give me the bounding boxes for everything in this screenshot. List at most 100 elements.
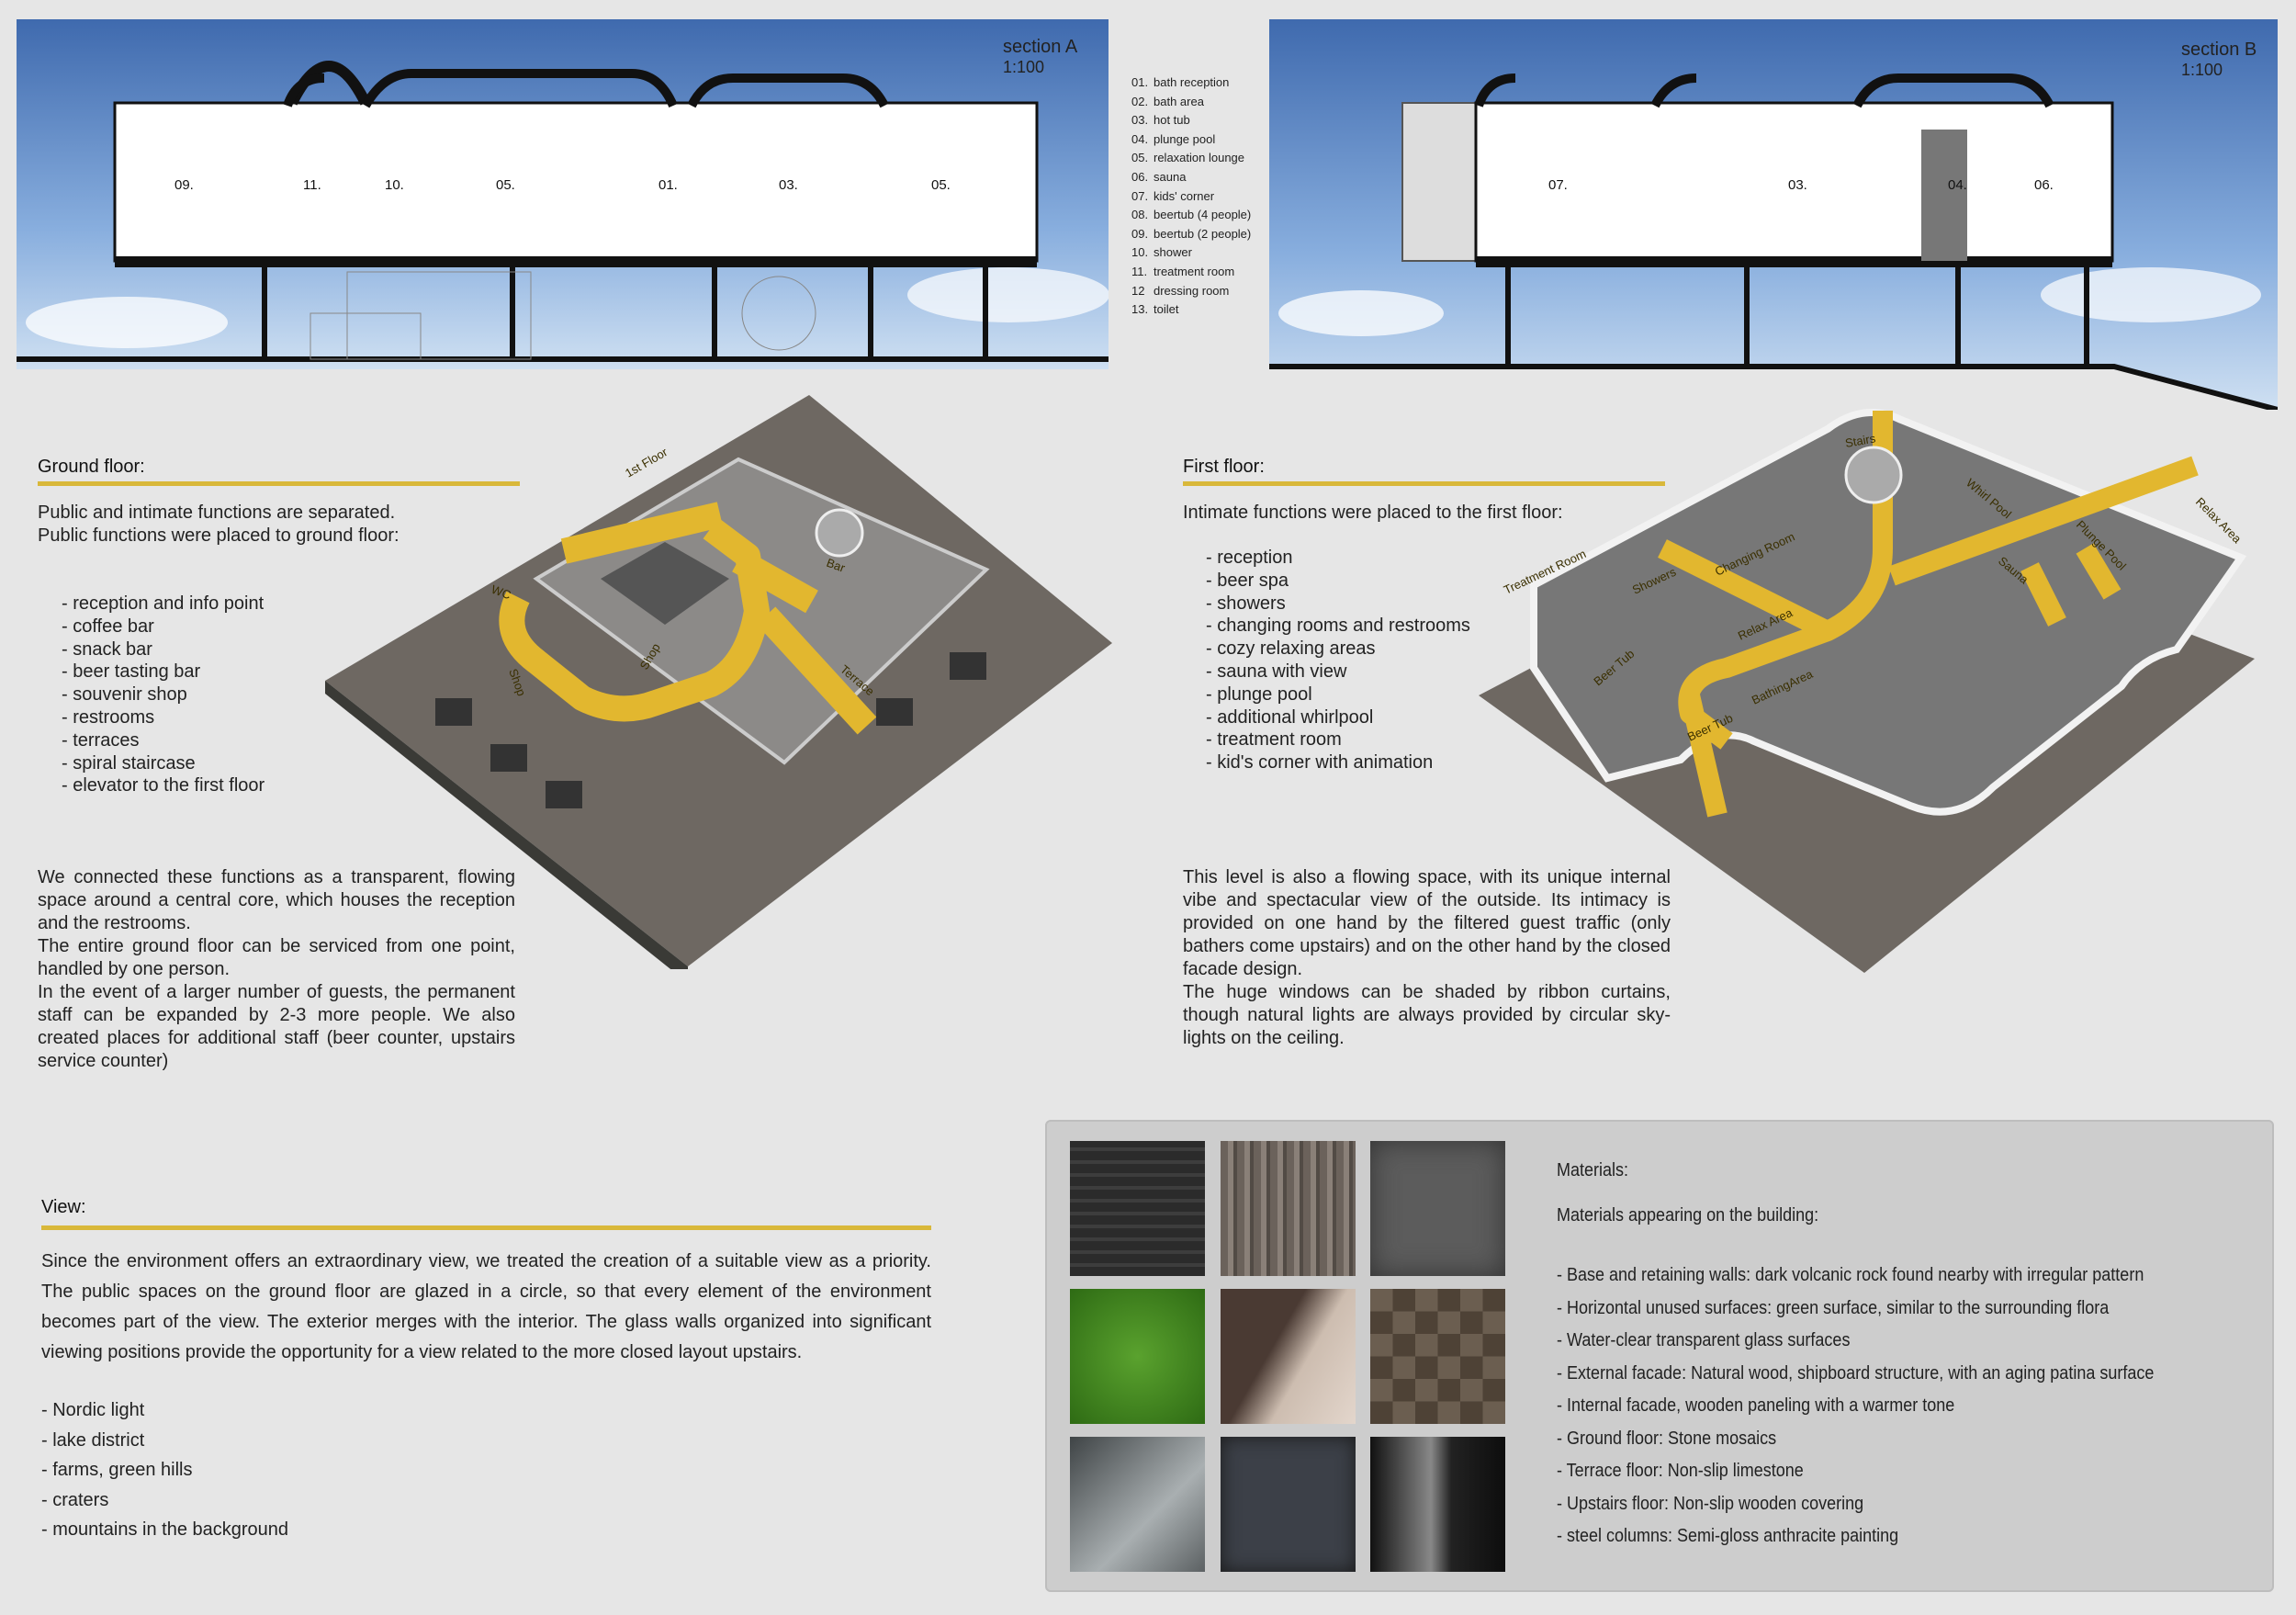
material-item: - Internal facade, wooden paneling with …	[1557, 1395, 1955, 1416]
legend-label: dressing room	[1154, 283, 1230, 298]
room-label: 07.	[1548, 177, 1568, 193]
legend-number: 09.	[1131, 226, 1149, 241]
list-item: - reception	[1206, 548, 1293, 568]
ground-floor-plan-svg: WC 1st Floor Bar Shop Shop Terrace	[325, 395, 1112, 983]
swatch-grass	[1070, 1289, 1205, 1424]
legend-item: 09. beertub (2 people)	[1131, 225, 1251, 244]
swatch-glass	[1070, 1437, 1205, 1572]
legend-item: 04.plunge pool	[1131, 130, 1251, 150]
legend-label: relaxation lounge	[1154, 151, 1245, 165]
paragraph: This level is also a flowing space, with…	[1183, 867, 1671, 979]
list-item: - lake district	[41, 1429, 145, 1451]
section-title: section A	[1003, 37, 1078, 57]
ground-floor-axonometric: WC 1st Floor Bar Shop Shop Terrace	[325, 395, 1115, 983]
paragraph: We connected these functions as a transp…	[38, 867, 515, 933]
list-item: - terraces	[62, 729, 140, 751]
first-floor-heading: First floor:	[1183, 457, 1265, 477]
view-paragraph: Since the environment offers an extraord…	[41, 1251, 931, 1362]
facade-cladding	[1401, 102, 1477, 262]
materials-panel: Materials: Materials appearing on the bu…	[1045, 1120, 2274, 1592]
list-item: - cozy relaxing areas	[1206, 638, 1376, 660]
material-item: - Terrace floor: Non-slip limestone	[1557, 1461, 1804, 1481]
legend-label: treatment room	[1154, 264, 1235, 278]
list-item: - treatment room	[1206, 729, 1342, 751]
material-item: - Ground floor: Stone mosaics	[1557, 1428, 1777, 1449]
legend-label: bath area	[1154, 94, 1204, 108]
central-core	[601, 542, 729, 625]
legend-number: 07.	[1131, 188, 1149, 203]
list-item: - changing rooms and restrooms	[1206, 616, 1470, 637]
legend-item: 06. sauna	[1131, 168, 1251, 187]
section-b-drawing: 07. 03. 04. 06.	[1269, 19, 2279, 412]
heading-underline	[38, 481, 520, 486]
materials-intro: Materials appearing on the building:	[1557, 1205, 1819, 1225]
ground-floor-functions-list: - reception and info point- coffee bar- …	[62, 593, 264, 797]
legend-item: 03.hot tub	[1131, 111, 1251, 130]
section-scale: 1:100	[1003, 58, 1045, 76]
room-label: 03.	[1788, 177, 1807, 193]
legend-label: beertub (2 people)	[1154, 226, 1252, 241]
material-item: - Horizontal unused surfaces: green surf…	[1557, 1297, 2110, 1318]
legend-item: 01.bath reception	[1131, 73, 1251, 93]
swatch-wood-decking	[1370, 1289, 1505, 1424]
list-item: - mountains in the background	[41, 1519, 289, 1540]
heading-underline	[41, 1225, 931, 1230]
legend-item: 07. kids' corner	[1131, 187, 1251, 207]
legend-number: 11.	[1131, 264, 1148, 278]
material-item: - steel columns: Semi-gloss anthracite p…	[1557, 1526, 1899, 1546]
list-item: - additional whirlpool	[1206, 706, 1374, 728]
legend-label: kids' corner	[1154, 188, 1215, 203]
upper-floor-box	[1474, 101, 2114, 263]
swatch-warm-wood	[1221, 1289, 1356, 1424]
upper-floor-box	[113, 101, 1039, 263]
plan-label: Bar	[825, 556, 848, 575]
section-a-drawing: 09. 11. 10. 05. 01. 03. 05.	[17, 19, 1109, 369]
list-item: - Nordic light	[41, 1400, 145, 1420]
swatch-weathered-wood	[1221, 1141, 1356, 1276]
list-item: - plunge pool	[1206, 683, 1312, 705]
list-item: - spiral staircase	[62, 752, 196, 774]
spiral-staircase	[815, 508, 864, 558]
view-heading: View:	[41, 1197, 86, 1217]
plan-label: WC	[490, 582, 512, 603]
list-item: - snack bar	[62, 638, 152, 660]
material-item: - Upstairs floor: Non-slip wooden coveri…	[1557, 1493, 1864, 1514]
list-item: - beer tasting bar	[62, 661, 201, 683]
paragraph: In the event of a larger number of guest…	[38, 982, 515, 1071]
legend-number: 08.	[1131, 208, 1149, 222]
intro-line: Intimate functions were placed to the fi…	[1183, 503, 1563, 523]
swatch-volcanic-rock	[1070, 1141, 1205, 1276]
material-item: - Water-clear transparent glass surfaces	[1557, 1330, 1851, 1350]
legend-label: sauna	[1154, 169, 1187, 184]
list-item: - coffee bar	[62, 616, 154, 637]
legend-item: 10.shower	[1131, 243, 1251, 263]
section-a-svg: 09. 11. 10. 05. 01. 03. 05.	[17, 19, 1109, 369]
legend-number: 06.	[1131, 169, 1149, 184]
room-label: 10.	[385, 177, 404, 193]
room-label: 01.	[658, 177, 678, 193]
section-scale: 1:100	[2181, 61, 2223, 79]
ground-floor-heading: Ground floor:	[38, 457, 145, 477]
room-label: 04.	[1948, 177, 1967, 193]
list-item: - farms, green hills	[41, 1460, 193, 1480]
first-floor-description: This level is also a flowing space, with…	[1183, 866, 1671, 1050]
legend-number: 05.	[1131, 151, 1149, 165]
view-list: - Nordic light - lake district - farms, gr…	[41, 1395, 288, 1545]
first-floor-axonometric: Treatment Room Showers Changing Room Sta…	[1479, 392, 2259, 976]
intro-line: Public and intimate functions are separa…	[38, 503, 396, 523]
legend-number: 13.	[1131, 302, 1149, 317]
legend-label: beertub (4 people)	[1154, 208, 1252, 222]
legend-item: 08. beertub (4 people)	[1131, 206, 1251, 225]
material-item: - Base and retaining walls: dark volcani…	[1557, 1265, 2144, 1285]
legend-item: 02.bath area	[1131, 93, 1251, 112]
legend-item: 11. treatment room	[1131, 263, 1251, 282]
room-label: 11.	[303, 177, 321, 193]
list-item: - craters	[41, 1489, 109, 1510]
materials-heading: Materials:	[1557, 1160, 1629, 1180]
legend-number: 03.	[1131, 113, 1149, 128]
heading-underline	[1183, 481, 1665, 486]
paragraph: The entire ground floor can be serviced …	[38, 936, 515, 979]
swatch-stone-tiles	[1370, 1141, 1505, 1276]
